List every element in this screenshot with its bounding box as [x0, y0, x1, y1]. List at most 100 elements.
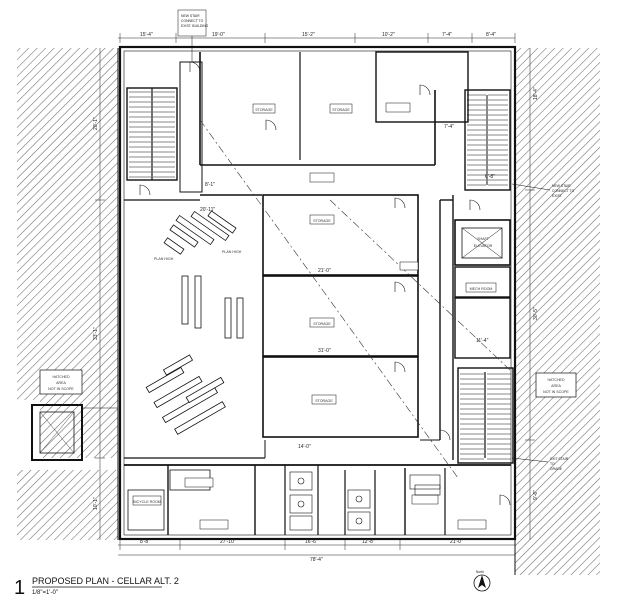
- dim-left-3: 10'-1": [93, 497, 99, 510]
- dim-bottom-3: 16'-6": [305, 539, 318, 545]
- hatched-right-line1: HATCHED: [547, 378, 565, 382]
- note-right-low-2: TO: [550, 462, 555, 466]
- dim-int-6: 11'-4": [476, 338, 489, 344]
- bike-rack: [175, 214, 215, 246]
- hatched-left-line2: AREA: [56, 381, 66, 385]
- dim-int-2: 21'-0": [318, 268, 331, 274]
- label-box-left: HATCHED AREA NOT IN SCOPE: [39, 369, 83, 395]
- label-storage-5: STORAGE: [315, 399, 333, 403]
- bike-rack: [163, 237, 185, 255]
- hatched-area-left: [17, 48, 119, 540]
- dim-top-4: 10'-2": [382, 32, 395, 38]
- north-label: North: [476, 570, 484, 574]
- doors: [139, 61, 511, 506]
- stair-top-left: [126, 61, 203, 193]
- door-swing: [469, 199, 481, 211]
- label-elevator-2: ELEVATOR: [474, 244, 493, 248]
- label-mech-room: MECH ROOM: [470, 287, 493, 291]
- note-right-3: EXIST.: [552, 194, 562, 198]
- dim-bottom-total: 78'-4": [310, 557, 323, 563]
- drawing-title: PROPOSED PLAN - CELLAR ALT. 2: [32, 576, 179, 586]
- door-swing: [394, 197, 406, 209]
- label-elevator-1: SHAFT: [477, 237, 490, 241]
- dim-top-1: 15'-4": [140, 32, 153, 38]
- label-storage-3: STORAGE: [313, 219, 331, 223]
- hatched-right-line3: NOT IN SCOPE: [543, 390, 569, 394]
- bike-rack: [174, 401, 226, 435]
- interior-walls: [124, 51, 514, 535]
- note-top-left-2: CONNECT TO: [181, 19, 204, 23]
- label-bicycle-room: BICYCLE ROOM: [133, 500, 161, 504]
- dim-bottom-5: 21'-0": [450, 539, 463, 545]
- bike-rack: [185, 376, 225, 404]
- door-swing: [419, 84, 431, 96]
- dim-bottom-1: 8'-8": [140, 539, 150, 545]
- dim-bottom-4: 12'-8": [362, 539, 375, 545]
- bike-rack: [181, 275, 189, 325]
- door-swing: [139, 184, 151, 196]
- note-right-1: NEW STAIR: [552, 184, 571, 188]
- drawing-number: 1: [14, 577, 25, 599]
- dim-top-5: 7'-4": [442, 32, 452, 38]
- label-box-right: HATCHED AREA NOT IN SCOPE: [535, 372, 577, 398]
- bike-rack: [162, 354, 194, 376]
- bike-rack: [194, 275, 202, 329]
- hatched-left-line3: NOT IN SCOPE: [48, 387, 74, 391]
- bike-rack: [224, 297, 232, 339]
- bike-rack: [169, 224, 199, 248]
- dim-int-3: 31'-0": [318, 348, 331, 354]
- door-swing: [189, 61, 201, 73]
- door-swing: [394, 281, 406, 293]
- dim-top-6: 8'-4": [486, 32, 496, 38]
- label-plan-high-a: PLAN HIGH: [154, 257, 174, 261]
- dim-bottom-2: 27'-10": [220, 539, 236, 545]
- dim-left-1: 20'-1": [93, 117, 99, 130]
- label-storage-2: STORAGE: [332, 108, 350, 112]
- note-top-left-1: NEW STAIR: [181, 14, 200, 18]
- dim-right-3: 9'-6": [533, 490, 539, 500]
- bike-racks: [145, 210, 244, 435]
- note-right: NEW STAIR CONNECT TO EXIST.: [511, 183, 575, 198]
- door-swing: [439, 429, 451, 441]
- hatched-area-right: [514, 48, 600, 575]
- note-right-low-3: GRADE: [550, 467, 563, 471]
- dim-int-7: 8'-1": [205, 182, 215, 188]
- stair-top-right: [467, 94, 508, 186]
- label-storage-4: STORAGE: [313, 322, 331, 326]
- drawing-scale: 1/8"=1'-0": [32, 590, 58, 596]
- dim-top-2: 19'-0": [212, 32, 225, 38]
- dim-int-1: 20'-11": [200, 207, 215, 213]
- stair-bottom-right: [460, 373, 511, 460]
- dim-int-8: 7'-4": [444, 124, 454, 130]
- dimension-lines: [95, 33, 535, 556]
- dim-right-2: 30'-5": [533, 307, 539, 320]
- bike-rack: [145, 366, 185, 394]
- reference-line: [199, 119, 511, 479]
- room-tags: [132, 102, 497, 530]
- label-storage-1: STORAGE: [255, 108, 273, 112]
- dim-int-5: 6'-8": [485, 174, 495, 180]
- bike-rack: [207, 210, 237, 234]
- hatched-right-line2: AREA: [551, 384, 561, 388]
- north-arrow-icon: North: [473, 570, 491, 592]
- bike-rack: [190, 210, 230, 242]
- note-top-left: NEW STAIR CONNECT TO EXIST. BUILDING: [177, 9, 209, 62]
- shaft-left: [31, 404, 118, 461]
- note-right-low-1: EXIT STAIR: [550, 457, 569, 461]
- door-swing: [265, 119, 277, 131]
- bike-rack: [161, 386, 219, 424]
- hatched-left-line1: HATCHED: [52, 375, 70, 379]
- door-swing: [394, 361, 406, 373]
- door-swing: [499, 494, 511, 506]
- note-right-2: CONNECT TO: [552, 189, 575, 193]
- dim-top-3: 15'-2": [302, 32, 315, 38]
- dim-int-4: 14'-0": [298, 444, 311, 450]
- bike-rack: [153, 375, 203, 409]
- toilet-fixtures: [289, 471, 441, 531]
- dim-left-2: 33'-1": [93, 327, 99, 340]
- note-right-low: EXIT STAIR TO GRADE: [511, 457, 569, 471]
- dim-right-1: 18'-4": [533, 87, 539, 100]
- note-top-left-3: EXIST. BUILDING: [181, 24, 209, 28]
- bike-rack: [236, 297, 244, 339]
